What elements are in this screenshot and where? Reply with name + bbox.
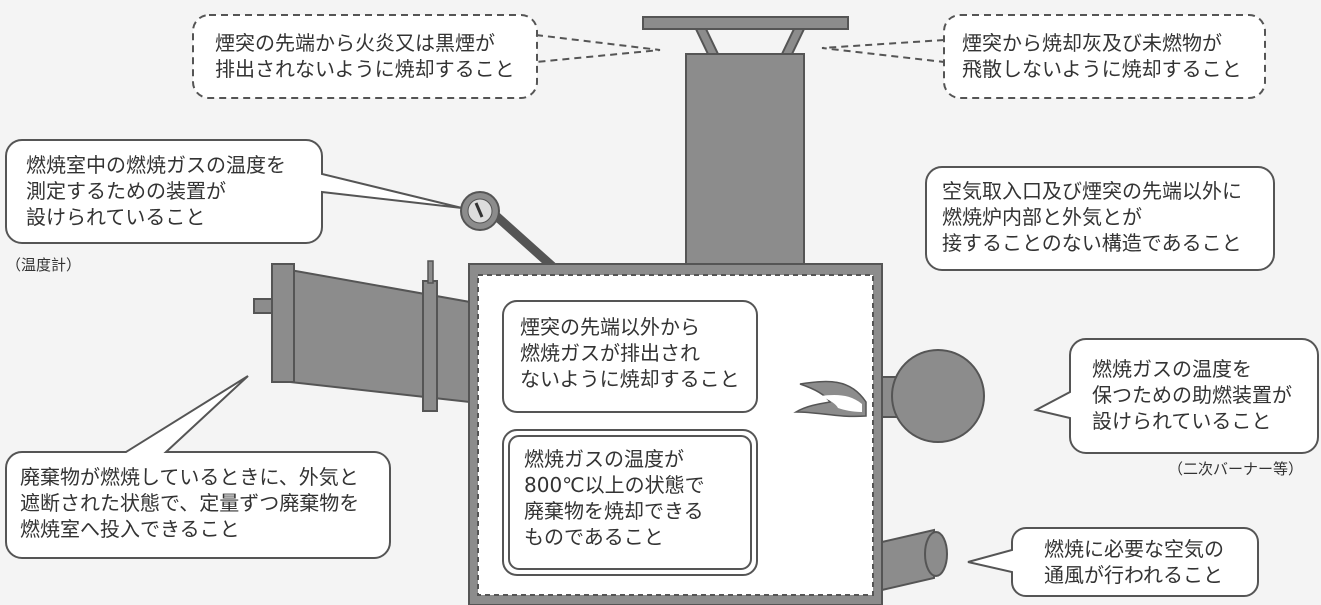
chimney-cap <box>642 16 849 30</box>
feed-pipe-mid-flange <box>422 280 438 412</box>
callout-air-box <box>967 527 1259 597</box>
callout-thermometer-text: 燃焼室中の燃焼ガスの温度を 測定するための装置が 設けられていること <box>26 152 286 230</box>
feed-pipe-stub <box>253 298 273 314</box>
callout-ash-box <box>943 14 1266 99</box>
callout-temperature-text: 燃焼ガスの温度が 800℃以上の状態で 廃棄物を焼却できる ものであること <box>524 446 705 550</box>
callout-burner-line-3: 設けられていること <box>1092 409 1272 433</box>
callout-structure-line-1: 空気取入口及び煙突の先端以外に <box>942 179 1242 203</box>
callout-thermometer-line-3: 設けられていること <box>26 205 206 229</box>
callout-smoke-pointer <box>535 34 661 63</box>
chimney-right-support <box>780 28 806 55</box>
callout-burner-text: 燃焼ガスの温度を 保つための助燃装置が 設けられていること <box>1092 356 1292 434</box>
callout-structure-line-3: 接することのない構造であること <box>942 231 1242 255</box>
callout-smoke-text: 煙突の先端から火炎又は黒煙が 排出されないように焼却すること <box>215 30 515 82</box>
callout-ash-line-1: 煙突から焼却灰及び未燃物が <box>962 31 1222 55</box>
chimney-left-support <box>694 28 720 55</box>
callout-thermometer-line-1: 燃焼室中の燃焼ガスの温度を <box>26 153 286 177</box>
callout-smoke-line-2: 排出されないように焼却すること <box>215 57 515 81</box>
callout-smoke-line-1: 煙突の先端から火炎又は黒煙が <box>215 31 495 55</box>
feed-pipe-end-flange <box>271 263 295 383</box>
thermometer-note: （温度計） <box>6 256 82 274</box>
thermometer-needle <box>474 202 484 218</box>
callout-structure-line-2: 燃焼炉内部と外気とが <box>942 205 1142 229</box>
callout-feed-box <box>5 375 391 559</box>
callout-feed-line-1: 廃棄物が燃焼しているときに、外気と <box>20 465 359 489</box>
air-intake-opening <box>924 531 948 577</box>
callout-feed-line-3: 燃焼室へ投入できること <box>20 517 240 541</box>
callout-gas-exhaust-text: 煙突の先端以外から 燃焼ガスが排出され ないように焼却すること <box>520 314 740 392</box>
callout-air-line-2: 通風が行われること <box>1044 563 1223 587</box>
thermometer-stem <box>489 209 557 271</box>
feed-pipe-lever <box>427 260 434 284</box>
callout-gas-exhaust-box <box>502 300 758 413</box>
callout-temperature-line-3: 廃棄物を焼却できる <box>524 499 704 523</box>
callout-burner-line-1: 燃焼ガスの温度を <box>1092 357 1252 381</box>
callout-temperature-inner-box <box>508 435 752 570</box>
callout-gas-exhaust-line-1: 煙突の先端以外から <box>520 315 700 339</box>
callout-structure-box <box>925 166 1275 271</box>
chimney <box>685 53 805 267</box>
flame-inner <box>820 394 862 412</box>
callout-gas-exhaust-line-3: ないように焼却すること <box>520 367 740 391</box>
callout-burner-line-2: 保つための助燃装置が <box>1092 383 1292 407</box>
callout-temperature-line-2: 800℃以上の状態で <box>524 473 705 497</box>
callout-ash-text: 煙突から焼却灰及び未燃物が 飛散しないように焼却すること <box>962 30 1242 82</box>
callout-temperature-line-4: ものであること <box>524 525 664 549</box>
callout-gas-exhaust-line-2: 燃焼ガスが排出され <box>520 341 700 365</box>
callout-structure-text: 空気取入口及び煙突の先端以外に 燃焼炉内部と外気とが 接することのない構造である… <box>942 178 1242 256</box>
air-intake <box>881 528 935 592</box>
callout-thermometer-line-2: 測定するための装置が <box>26 179 226 203</box>
callout-feed-line-2: 遮断された状態で、定量ずつ廃棄物を <box>20 491 360 515</box>
callout-feed-text: 廃棄物が燃焼しているときに、外気と 遮断された状態で、定量ずつ廃棄物を 燃焼室へ… <box>20 464 359 542</box>
callout-air-line-1: 燃焼に必要な空気の <box>1044 537 1224 561</box>
callout-ash-pointer <box>821 39 945 63</box>
callout-air-text: 燃焼に必要な空気の 通風が行われること <box>1044 536 1224 588</box>
feed-pipe <box>289 268 471 404</box>
callout-ash-line-2: 飛散しないように焼却すること <box>962 57 1242 81</box>
callout-smoke-box <box>192 14 538 99</box>
callout-temperature-line-1: 燃焼ガスの温度が <box>524 447 684 471</box>
burner <box>891 349 985 443</box>
callout-burner-box <box>1033 338 1319 454</box>
burner-note: （二次バーナー等） <box>1168 460 1304 478</box>
callout-thermometer-box <box>5 139 463 244</box>
